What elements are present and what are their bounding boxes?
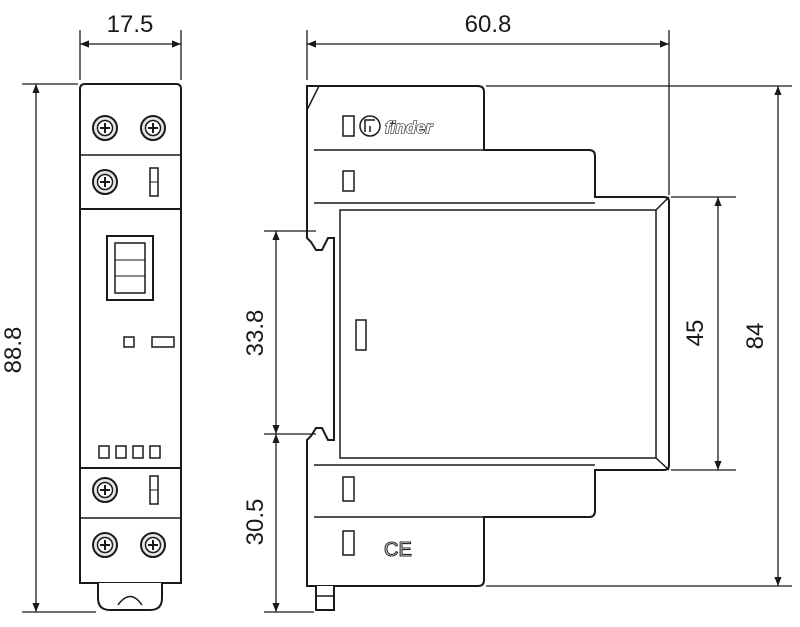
terminal-screw-icon: [92, 532, 118, 558]
front-body-outline: [79, 83, 182, 584]
dim-upper-height: 33.8: [242, 310, 269, 357]
din-rail-foot: [315, 586, 335, 611]
side-window: [355, 319, 367, 351]
dimension-labels: 17.5 60.8 88.8 33.8 30.5 45 84: [0, 11, 769, 545]
terminal-slot: [342, 115, 355, 137]
terminal-screw-icon: [140, 115, 166, 141]
dim-face-height: 45: [682, 320, 709, 347]
terminal-slot: [342, 170, 355, 192]
logo-text: finder: [385, 118, 434, 137]
dim-side-depth: 60.8: [465, 11, 512, 38]
terminal-screw-icon: [92, 169, 118, 195]
front-face: [339, 209, 657, 459]
terminal-screw-icon: [140, 532, 166, 558]
side-view: finder CE: [306, 85, 670, 611]
vent-slots: [98, 445, 161, 459]
dimension-lines: [22, 30, 792, 613]
terminal-screw-icon: [92, 115, 118, 141]
indicator-window: [106, 235, 154, 301]
terminal-slot: [342, 530, 355, 556]
dim-lower-height: 30.5: [242, 499, 269, 546]
terminal-slot: [342, 476, 355, 502]
led-indicator: [123, 336, 135, 348]
front-view: [79, 83, 182, 611]
ce-mark: CE: [384, 539, 412, 561]
switch-slot: [151, 336, 175, 348]
dim-total-height: 84: [742, 323, 769, 350]
finder-logo: finder: [359, 115, 434, 138]
dim-front-width: 17.5: [107, 11, 154, 38]
terminal-screw-icon: [92, 477, 118, 503]
dim-front-height: 88.8: [0, 327, 27, 374]
